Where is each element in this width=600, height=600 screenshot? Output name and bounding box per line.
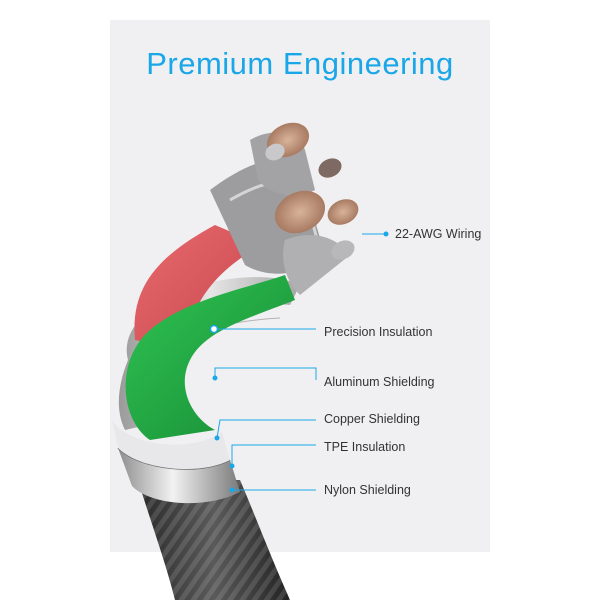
callout-22-awg-wiring: 22-AWG Wiring — [395, 227, 482, 241]
copper-strand-ends — [265, 122, 359, 260]
callout-lines — [214, 233, 386, 491]
tpe-collar — [112, 420, 230, 470]
callout-nylon-shielding: Nylon Shielding — [324, 483, 411, 497]
nylon-braid-jacket — [138, 480, 290, 600]
callout-copper-shielding: Copper Shielding — [324, 412, 420, 426]
callout-tpe-insulation: TPE Insulation — [324, 440, 406, 454]
page-title: Premium Engineering — [146, 46, 454, 81]
callout-precision-insulation: Precision Insulation — [324, 325, 433, 339]
callout-dots — [209, 231, 389, 493]
green-wire — [125, 275, 295, 440]
callout-aluminum-shielding: Aluminum Shielding — [324, 375, 435, 389]
